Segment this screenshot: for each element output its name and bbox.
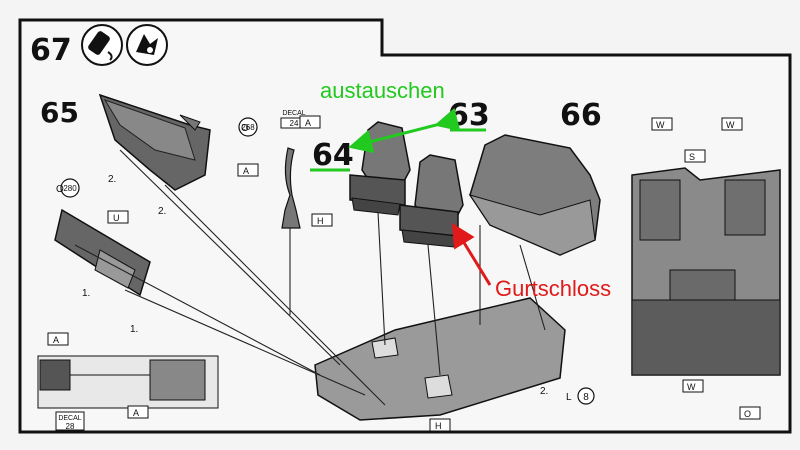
step-label: 2. <box>540 386 548 397</box>
marker-h-bottom: H <box>435 421 442 431</box>
marker-a-mid: A <box>243 166 249 176</box>
marker-w-bottom: W <box>687 382 696 392</box>
bench-66-part <box>468 134 601 256</box>
seat-63-part <box>399 154 464 248</box>
buckle-annotation: Gurtschloss <box>451 222 611 301</box>
buckle-label: Gurtschloss <box>495 276 611 301</box>
marker-u-left: U <box>113 213 120 223</box>
floor-plan-view: W W S W O <box>631 117 781 420</box>
detail-inset: A A DECAL 28 <box>37 332 219 431</box>
swap-label: austauschen <box>320 78 445 103</box>
marker-a-inset: A <box>53 335 59 345</box>
part-label-63: 63 <box>448 98 490 133</box>
marker-o-bottom: O <box>744 409 751 419</box>
part-label-64: 64 <box>312 138 354 173</box>
part-count-8: 8 <box>583 392 589 403</box>
marker-a-top: A <box>305 118 311 128</box>
part-label-66: 66 <box>560 98 602 133</box>
gear-shifter-part: DECAL 24 <box>280 110 308 229</box>
assembly-leader-lines <box>74 149 546 406</box>
marker-tags: A A H U H <box>107 115 451 432</box>
step-label: L <box>566 392 572 403</box>
marker-a-inset2: A <box>133 408 139 418</box>
step-label: O <box>56 184 64 195</box>
step-number: 67 <box>30 33 72 68</box>
cab-floor-assembly <box>314 297 566 421</box>
swap-annotation: austauschen <box>310 78 486 172</box>
part-65-panel <box>98 93 211 191</box>
glue-bottle-icon <box>81 24 123 66</box>
paint-splash-icon <box>126 24 168 66</box>
decal-number-top: 24 <box>290 119 299 128</box>
part-count-268: 268 <box>241 123 255 132</box>
decal-number-bottom: 28 <box>66 422 75 431</box>
marker-h-mid: H <box>317 216 324 226</box>
part-label-65: 65 <box>40 96 79 129</box>
marker-w-left: W <box>656 120 665 130</box>
step-label: 1. <box>130 324 138 335</box>
step-label: 2. <box>158 206 166 217</box>
decal-label-top: DECAL <box>282 110 305 117</box>
marker-s-top: S <box>689 152 695 162</box>
marker-w-right: W <box>726 120 735 130</box>
step-label: 1. <box>82 288 90 299</box>
step-label: O <box>241 123 249 134</box>
decal-label-bottom: DECAL <box>58 415 81 422</box>
step-label: 2. <box>108 174 116 185</box>
dashboard-panel-part <box>54 208 151 297</box>
part-count-280: 280 <box>63 184 77 193</box>
